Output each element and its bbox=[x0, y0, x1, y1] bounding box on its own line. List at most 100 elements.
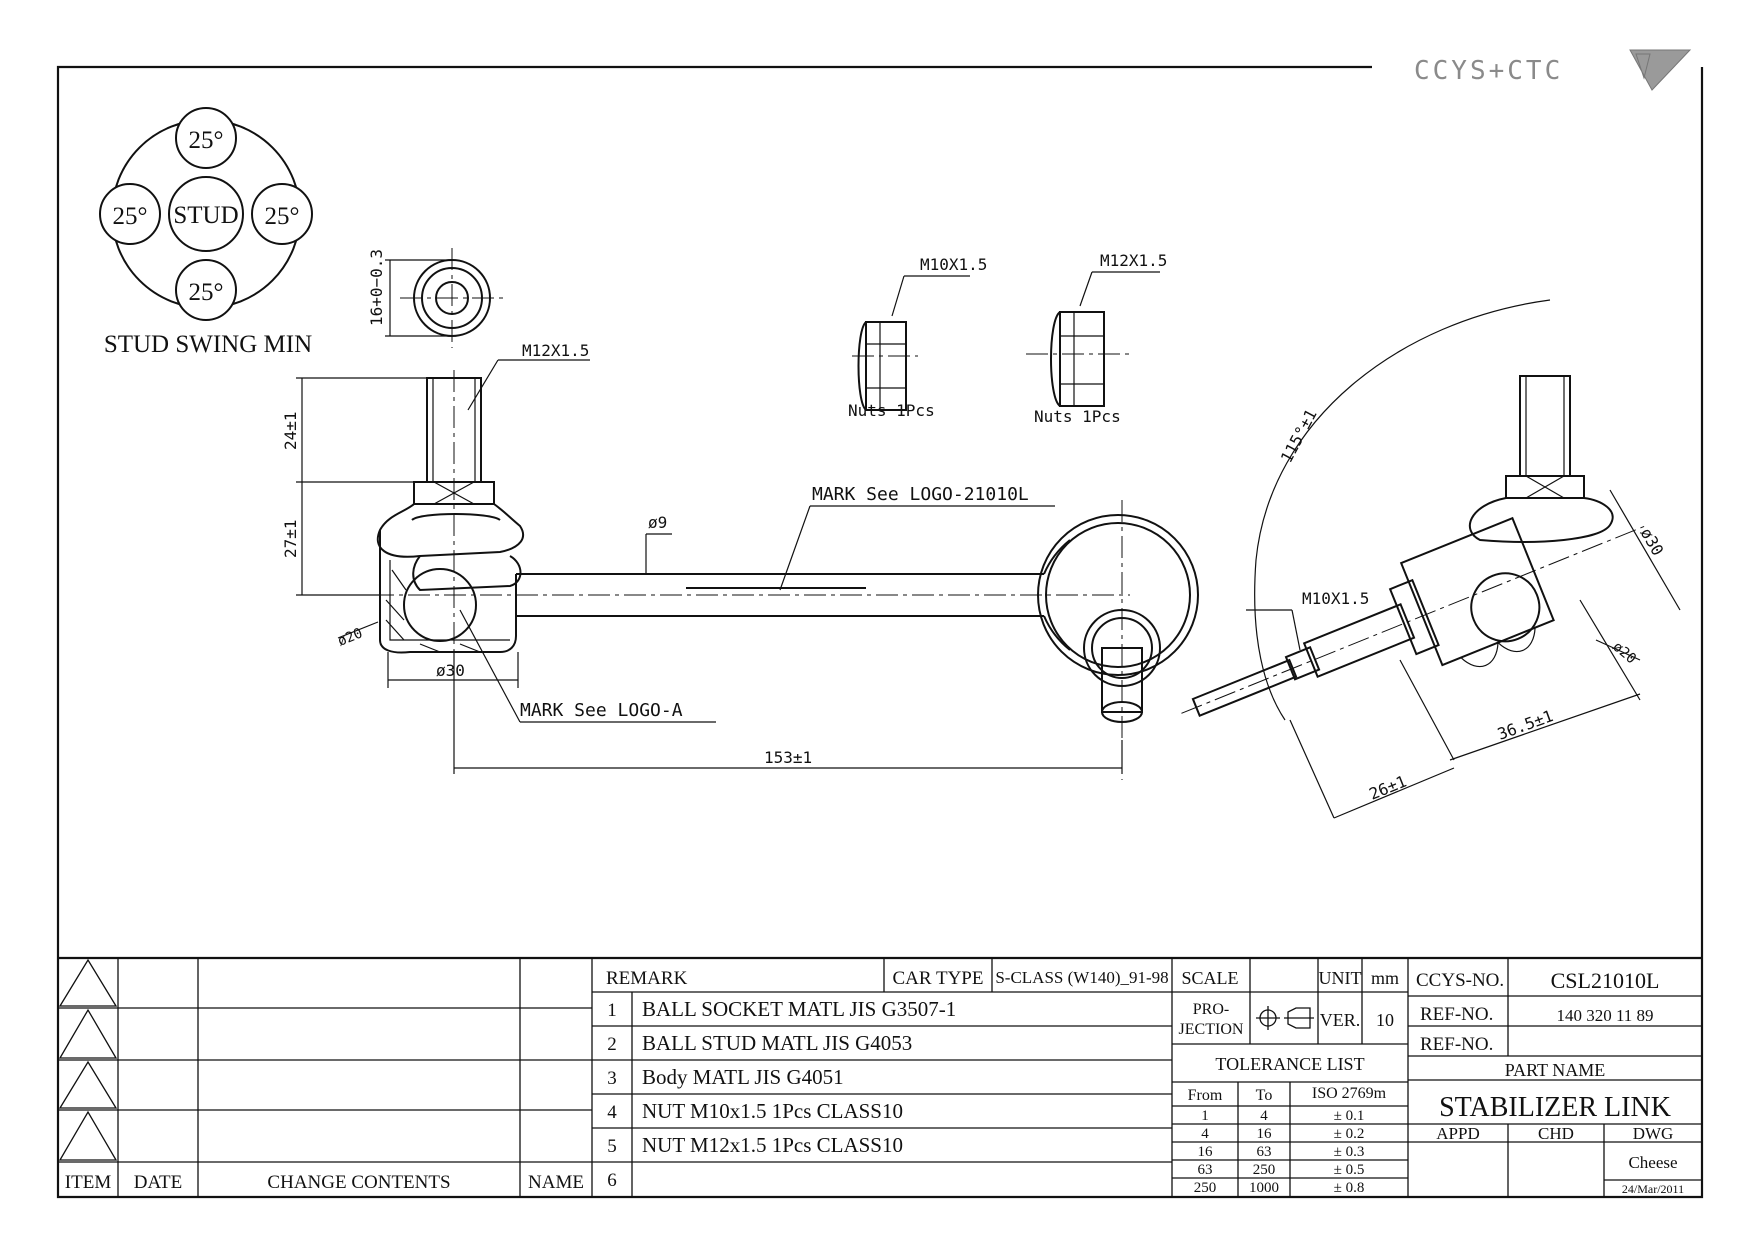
ver-label: VER. bbox=[1320, 1010, 1361, 1030]
revision-table: ITEM DATE CHANGE CONTENTS NAME bbox=[58, 958, 593, 1197]
rev-header-change: CHANGE CONTENTS bbox=[267, 1172, 450, 1193]
front-view: 24±1 27±1 M12X1.5 ø20 ø30 ø9 MARK See LO… bbox=[281, 341, 1199, 780]
stud-swing-caption: STUD SWING MIN bbox=[104, 331, 312, 358]
dim-d9: ø9 bbox=[648, 513, 667, 532]
nut-m10-thread: M10X1.5 bbox=[920, 255, 987, 274]
tol-row-2-val: ± 0.2 bbox=[1334, 1126, 1365, 1142]
ccys-no-label: CCYS-NO. bbox=[1416, 970, 1504, 991]
title-block: ITEM DATE CHANGE CONTENTS NAME REMARK CA… bbox=[58, 956, 1702, 1197]
sheet-border bbox=[56, 65, 1704, 1199]
drawn-by: Cheese bbox=[1628, 1153, 1677, 1172]
hex-top-view: 16+0−0.3 bbox=[367, 248, 504, 348]
tol-header-iso: ISO 2769m bbox=[1312, 1085, 1387, 1102]
bom-no-2: 2 bbox=[607, 1034, 617, 1055]
projection-symbol-icon bbox=[1256, 1006, 1314, 1030]
bom-no-6: 6 bbox=[607, 1170, 617, 1191]
bom-no-4: 4 bbox=[607, 1102, 617, 1123]
nut-m12-label: Nuts 1Pcs bbox=[1034, 407, 1121, 426]
tol-row-5-to: 1000 bbox=[1249, 1180, 1279, 1196]
tol-row-1-val: ± 0.1 bbox=[1334, 1108, 1365, 1124]
nut-m12-thread: M12X1.5 bbox=[1100, 251, 1167, 270]
dim-thread-main: M12X1.5 bbox=[522, 341, 589, 360]
stud-label: STUD bbox=[173, 202, 238, 229]
tol-header-to: To bbox=[1256, 1087, 1273, 1104]
tol-row-3-from: 16 bbox=[1198, 1144, 1214, 1160]
tol-row-5-val: ± 0.8 bbox=[1334, 1180, 1365, 1196]
unit-label: UNIT bbox=[1319, 968, 1362, 988]
tol-header-from: From bbox=[1188, 1087, 1223, 1104]
rev-header-name: NAME bbox=[528, 1172, 584, 1193]
side-d20: ø20 bbox=[1609, 639, 1639, 668]
dim-27: 27±1 bbox=[281, 519, 300, 558]
nut-m12: M12X1.5 Nuts 1Pcs bbox=[1026, 251, 1167, 426]
projection-label-1: PRO- bbox=[1193, 1001, 1229, 1018]
sign-header-dwg: DWG bbox=[1633, 1124, 1674, 1143]
tol-row-5-from: 250 bbox=[1194, 1180, 1217, 1196]
stud-swing-diagram: STUD 25° 25° 25° 25° STUD SWING MIN bbox=[99, 107, 313, 358]
revision-triangle-4 bbox=[58, 1110, 118, 1161]
revision-triangle-1 bbox=[58, 958, 118, 1007]
company-logo: CCYS+CTC bbox=[1414, 49, 1692, 91]
side-d26: 26±1 bbox=[1366, 772, 1409, 804]
tol-row-3-to: 63 bbox=[1257, 1144, 1272, 1160]
rev-header-item: ITEM bbox=[65, 1172, 112, 1193]
company-logo-text: CCYS+CTC bbox=[1414, 56, 1563, 86]
tol-row-4-to: 250 bbox=[1253, 1162, 1276, 1178]
side-d365: 36.5±1 bbox=[1495, 706, 1556, 744]
tol-row-4-from: 63 bbox=[1198, 1162, 1213, 1178]
dim-angle-115: 115°±1 bbox=[1277, 406, 1321, 466]
bom-text-5: NUT M12x1.5 1Pcs CLASS10 bbox=[642, 1133, 903, 1157]
remark-label: REMARK bbox=[606, 968, 688, 989]
tolerance-block: SCALE UNIT mm PRO- JECTION VER. 10 TOLER… bbox=[1172, 958, 1409, 1197]
mark-note-2: MARK See LOGO-A bbox=[520, 700, 683, 721]
ccys-no-value: CSL21010L bbox=[1551, 968, 1660, 993]
sign-header-chd: CHD bbox=[1538, 1124, 1574, 1143]
dim-hex-width: 16+0−0.3 bbox=[367, 249, 386, 326]
tol-row-3-val: ± 0.3 bbox=[1334, 1144, 1365, 1160]
bom-table: REMARK CAR TYPE S-CLASS (W140)_91-98 1 B… bbox=[592, 958, 1173, 1197]
ref-no2-label: REF-NO. bbox=[1420, 1034, 1493, 1055]
ver-value: 10 bbox=[1376, 1010, 1394, 1030]
swing-angle-left: 25° bbox=[113, 203, 148, 230]
nut-m10-label: Nuts 1Pcs bbox=[848, 401, 935, 420]
rev-header-date: DATE bbox=[134, 1172, 183, 1193]
revision-triangle-2 bbox=[58, 1008, 118, 1059]
side-d30: ø30 bbox=[1637, 525, 1668, 560]
bom-text-1: BALL SOCKET MATL JIS G3507-1 bbox=[642, 997, 956, 1021]
tolerance-title: TOLERANCE LIST bbox=[1215, 1054, 1364, 1074]
side-view: 115°±1 M10X1.5 ø30 ø20 36.5±1 bbox=[1181, 299, 1681, 819]
drawing-date: 24/Mar/2011 bbox=[1622, 1182, 1684, 1196]
revision-triangle-3 bbox=[58, 1060, 118, 1109]
part-name-value: STABILIZER LINK bbox=[1439, 1092, 1671, 1123]
bom-text-2: BALL STUD MATL JIS G4053 bbox=[642, 1031, 912, 1055]
bom-text-3: Body MATL JIS G4051 bbox=[642, 1065, 844, 1089]
side-thread: M10X1.5 bbox=[1302, 589, 1369, 608]
dim-153: 153±1 bbox=[764, 748, 812, 767]
part-info-block: CCYS-NO. CSL21010L REF-NO. 140 320 11 89… bbox=[1408, 958, 1702, 1197]
bom-text-4: NUT M10x1.5 1Pcs CLASS10 bbox=[642, 1099, 903, 1123]
mark-note-1: MARK See LOGO-21010L bbox=[812, 484, 1029, 505]
swing-angle-top: 25° bbox=[189, 127, 224, 154]
bom-no-3: 3 bbox=[607, 1068, 617, 1089]
unit-value: mm bbox=[1371, 968, 1399, 988]
car-type-label: CAR TYPE bbox=[893, 968, 984, 989]
logo-mark-icon bbox=[1629, 49, 1692, 91]
bom-no-1: 1 bbox=[607, 1000, 617, 1021]
nut-m10: M10X1.5 Nuts 1Pcs bbox=[848, 255, 987, 420]
tol-row-4-val: ± 0.5 bbox=[1334, 1162, 1365, 1178]
scale-label: SCALE bbox=[1181, 968, 1238, 988]
swing-angle-bottom: 25° bbox=[189, 279, 224, 306]
ref-no-value: 140 320 11 89 bbox=[1556, 1006, 1653, 1025]
dim-24: 24±1 bbox=[281, 411, 300, 450]
tol-row-2-from: 4 bbox=[1201, 1126, 1209, 1142]
tol-row-1-from: 1 bbox=[1201, 1108, 1209, 1124]
sign-header-appd: APPD bbox=[1436, 1124, 1479, 1143]
ref-no-label: REF-NO. bbox=[1420, 1004, 1493, 1025]
dim-d30: ø30 bbox=[436, 661, 465, 680]
part-name-label: PART NAME bbox=[1505, 1060, 1605, 1080]
tol-row-2-to: 16 bbox=[1257, 1126, 1273, 1142]
projection-label-2: JECTION bbox=[1179, 1021, 1244, 1038]
bom-no-5: 5 bbox=[607, 1136, 617, 1157]
car-type-value: S-CLASS (W140)_91-98 bbox=[995, 968, 1168, 987]
